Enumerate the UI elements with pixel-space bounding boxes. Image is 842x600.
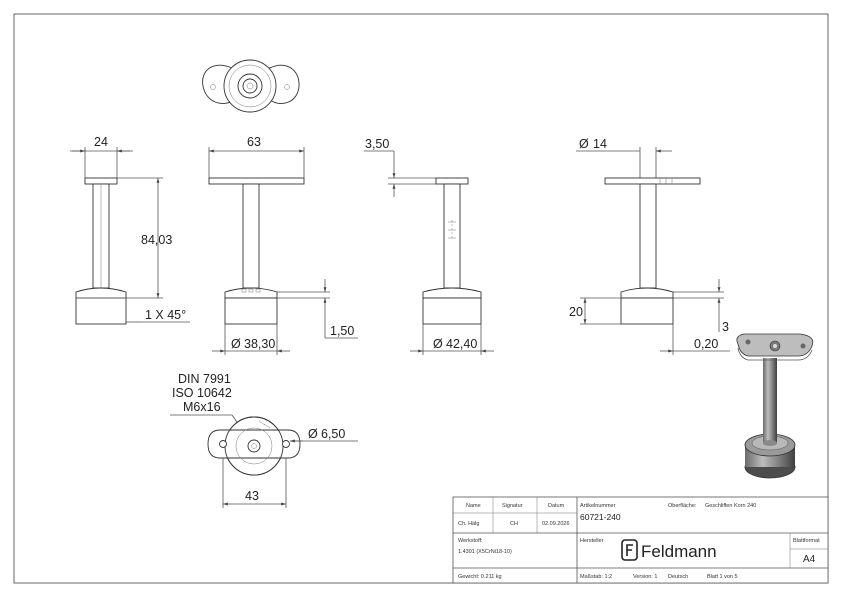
- dim-24: 24: [94, 135, 108, 149]
- tb-werkstoff-value: 1.4301 (X5CrNi18-10): [458, 549, 512, 555]
- view-rear: Ø 14 20 3 0,20: [569, 137, 730, 355]
- tb-oberflaeche-value: Geschliffen Korn 240: [705, 503, 756, 509]
- tb-sprache: Deutsch: [668, 574, 688, 580]
- dim-3-50: 3,50: [365, 137, 389, 151]
- dim-chamfer: 1 X 45°: [145, 308, 186, 322]
- thread-note-line-1: DIN 7991: [178, 372, 231, 386]
- tb-blattformat-value: A4: [803, 554, 816, 565]
- tb-blatt: Blatt 1 von 5: [707, 574, 738, 580]
- tb-artikel-value: 60721-240: [580, 512, 621, 522]
- dim-14: 14: [593, 137, 607, 151]
- dim-dia-42-40-symbol: Ø: [433, 337, 443, 351]
- view-side-narrow: 24 84,03 1 X 45°: [70, 135, 190, 325]
- dim-84-03: 84,03: [141, 233, 172, 247]
- tb-massstab: Maßstab: 1:2: [580, 574, 612, 580]
- dim-1-50: 1,50: [330, 324, 354, 338]
- thread-note-line-2: ISO 10642: [172, 386, 232, 400]
- tb-signatur-label: Signatur: [502, 503, 523, 509]
- tb-blattformat-label: Blattformat: [793, 538, 820, 544]
- tb-artikel-label: Artikelnummer: [580, 503, 616, 509]
- tb-hersteller-label: Hersteller: [580, 538, 604, 544]
- tb-name-label: Name: [466, 503, 481, 509]
- dim-dia-14-symbol: Ø: [579, 137, 589, 151]
- tb-gewicht: Gewicht: 0.211 kg: [458, 574, 502, 580]
- dim-43: 43: [245, 489, 259, 503]
- tb-werkstoff-label: Werkstoff:: [458, 538, 483, 544]
- dim-20: 20: [569, 305, 583, 319]
- tb-version: Version: 1: [633, 574, 657, 580]
- dim-dia-38-30-symbol: Ø: [231, 337, 241, 351]
- dim-dia-6-50-symbol: Ø: [308, 427, 318, 441]
- feldmann-logo: Feldmann: [621, 539, 717, 561]
- logo-text: Feldmann: [641, 542, 717, 561]
- tb-signatur-value: CH: [510, 521, 518, 527]
- dim-0-20: 0,20: [694, 337, 718, 351]
- tb-name-value: Ch. Hälg: [458, 521, 479, 527]
- thread-note-line-3: M6x16: [183, 400, 221, 414]
- tb-datum-value: 02.09.2026: [542, 521, 570, 527]
- dim-6-50: 6,50: [321, 427, 345, 441]
- view-section: 3,50 Ø 42,40: [364, 137, 494, 355]
- iso-view: [736, 333, 814, 479]
- view-front: 63 Ø 38,30 1,50: [208, 135, 358, 355]
- dim-38-30: 38,30: [244, 337, 275, 351]
- dim-3: 3: [722, 320, 729, 334]
- dim-42-40: 42,40: [446, 337, 477, 351]
- drawing-frame: [13, 13, 829, 584]
- tb-datum-label: Datum: [548, 503, 565, 509]
- plate-view: DIN 7991 ISO 10642 M6x16 Ø 6,50 43: [170, 372, 358, 508]
- tb-oberflaeche-label: Oberfläche:: [668, 503, 697, 509]
- title-block: Name Signatur Datum Ch. Hälg CH 02.09.20…: [452, 496, 829, 584]
- top-view: [202, 59, 300, 113]
- dim-63: 63: [247, 135, 261, 149]
